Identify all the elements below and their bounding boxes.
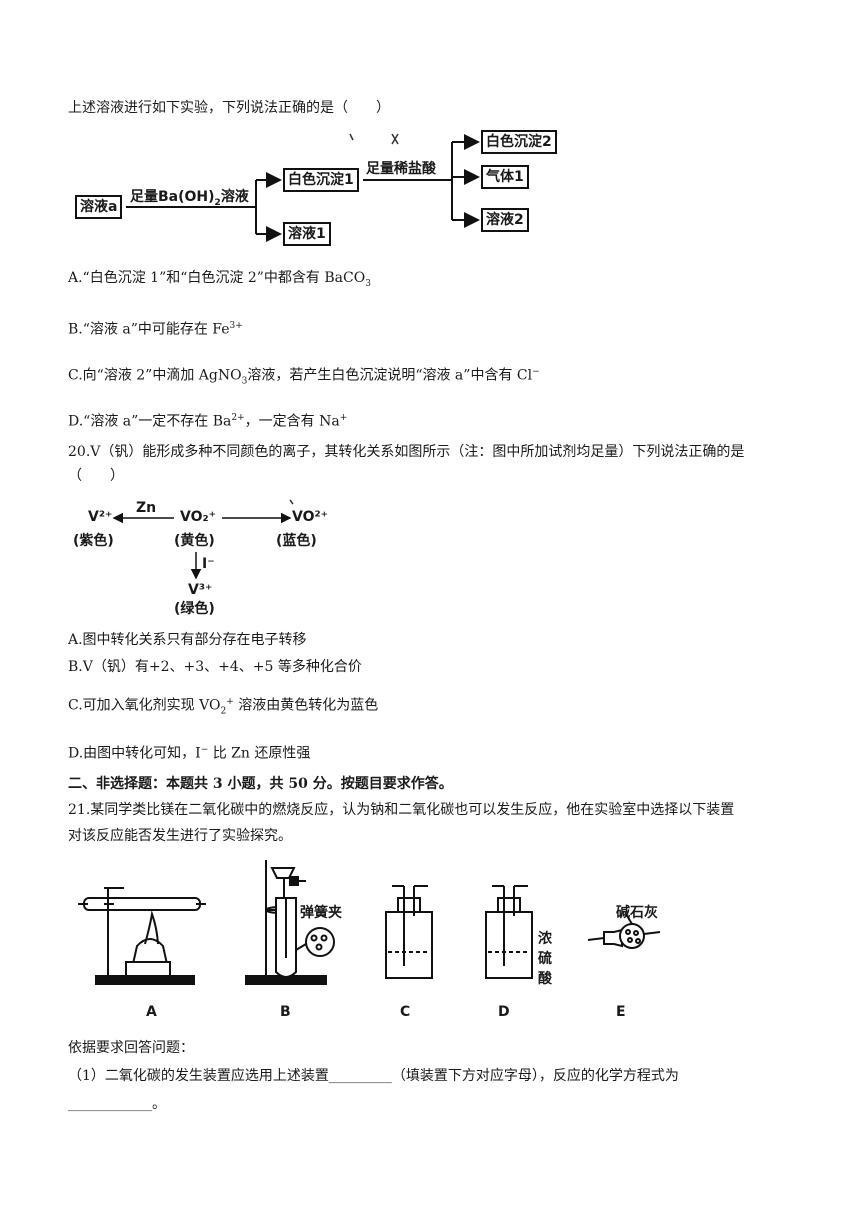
q19-flow-arrows	[126, 133, 480, 242]
iodide-reagent: I⁻	[202, 556, 215, 572]
apparatus-d-label: D	[498, 1004, 510, 1020]
q19-option-a: A.“白色沉淀 1”和“白色沉淀 2”中都含有 BaCO3	[68, 270, 371, 289]
q20-conversion-arrows	[112, 499, 294, 580]
v2-color: (紫色)	[73, 533, 114, 549]
q21-part1-line1: （1）二氧化碳的发生装置应选用上述装置_________（填装置下方对应字母），…	[68, 1068, 679, 1084]
solution-1-box: 溶液1	[283, 222, 331, 246]
reagent-baoh2-label: 足量Ba(OH)2溶液	[130, 189, 249, 208]
q20-option-b: B.V（钒）有+2、+3、+4、+5 等多种化合价	[68, 659, 362, 675]
q20-stem-line2: （ ）	[68, 468, 124, 484]
vo2-color: (黄色)	[174, 533, 215, 549]
q20-option-a: A.图中转化关系只有部分存在电子转移	[68, 632, 307, 648]
q21-part1-line2: ____________。	[68, 1096, 166, 1112]
q20-stem-line1: 20.V（钒）能形成多种不同颜色的离子，其转化关系如图所示（注：图中所加试剂均足…	[68, 444, 745, 460]
solution-a-box: 溶液a	[75, 195, 123, 219]
reagent-hcl-label: 足量稀盐酸	[366, 161, 436, 177]
vo2plus-ion: VO²⁺	[292, 509, 329, 525]
q19-option-b: B.“溶液 a”中可能存在 Fe3+	[68, 321, 243, 338]
q21-stem-line1: 21.某同学类比镁在二氧化碳中的燃烧反应，认为钠和二氧化碳也可以发生反应，他在实…	[68, 802, 735, 818]
v3-color: (绿色)	[174, 601, 215, 617]
apparatus-c-label: C	[400, 1004, 411, 1020]
q21-stem-line2: 对该反应能否发生进行了实验探究。	[68, 828, 292, 844]
white-precipitate-1-box: 白色沉淀1	[283, 168, 359, 192]
gas-1-box: 气体1	[481, 165, 529, 189]
q19-option-d: D.“溶液 a”一定不存在 Ba2+，一定含有 Na+	[68, 413, 348, 430]
solution-2-box: 溶液2	[481, 208, 529, 232]
apparatus-a-label: A	[146, 1004, 157, 1020]
q19-option-c: C.向“溶液 2”中滴加 AgNO3溶液，若产生白色沉淀说明“溶液 a”中含有 …	[68, 367, 540, 387]
white-precipitate-2-box: 白色沉淀2	[481, 130, 557, 154]
conc-sulfuric-acid-label-3: 酸	[538, 971, 552, 987]
apparatus-b-label: B	[280, 1004, 291, 1020]
v2-ion: V²⁺	[88, 509, 113, 525]
conc-sulfuric-acid-label-1: 浓	[538, 931, 552, 947]
soda-lime-label: 碱石灰	[616, 905, 658, 921]
q19-intro: 上述溶液进行如下实验，下列说法正确的是（ ）	[68, 100, 390, 116]
spring-clip-label: 弹簧夹	[300, 905, 342, 921]
q21-apparatus-drawing	[78, 860, 661, 985]
section2-heading: 二、非选择题：本题共 3 小题，共 50 分。按题目要求作答。	[68, 776, 453, 792]
q20-option-c: C.可加入氧化剂实现 VO2+ 溶液由黄色转化为蓝色	[68, 697, 379, 717]
vo2-ion: VO₂⁺	[180, 509, 217, 525]
zn-reagent: Zn	[136, 500, 157, 516]
v3-ion: V³⁺	[188, 582, 213, 598]
vo2plus-color: (蓝色)	[276, 533, 317, 549]
q21-instruction: 依据要求回答问题：	[68, 1040, 194, 1056]
apparatus-e-label: E	[616, 1004, 626, 1020]
q20-option-d: D.由图中转化可知，I− 比 Zn 还原性强	[68, 745, 311, 762]
conc-sulfuric-acid-label-2: 硫	[538, 951, 552, 967]
